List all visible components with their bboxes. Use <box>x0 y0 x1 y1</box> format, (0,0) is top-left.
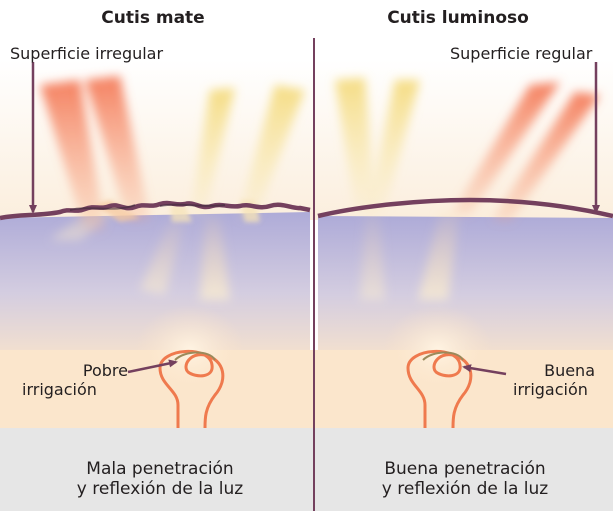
poor-irrigation-label: Pobre <box>58 361 128 380</box>
right-caption-line2: y reflexión de la luz <box>325 479 605 499</box>
left-caption: Mala penetración y reflexión de la luz <box>20 459 300 499</box>
right-caption: Buena penetración y reflexión de la luz <box>325 459 605 499</box>
regular-surface-label: Superficie regular <box>450 44 592 63</box>
irregular-surface-label: Superficie irregular <box>10 44 163 63</box>
good-irrigation-line1: Buena <box>515 361 595 380</box>
left-panel-title: Cutis mate <box>53 8 253 28</box>
good-irrigation-label: Buena <box>515 361 595 380</box>
poor-irrigation-label-2: irrigación <box>22 380 97 399</box>
left-caption-line2: y reflexión de la luz <box>20 479 300 499</box>
right-caption-line1: Buena penetración <box>325 459 605 479</box>
left-caption-line1: Mala penetración <box>20 459 300 479</box>
right-panel-title: Cutis luminoso <box>358 8 558 28</box>
poor-irrigation-line1: Pobre <box>58 361 128 380</box>
good-irrigation-label-2: irrigación <box>513 380 588 399</box>
